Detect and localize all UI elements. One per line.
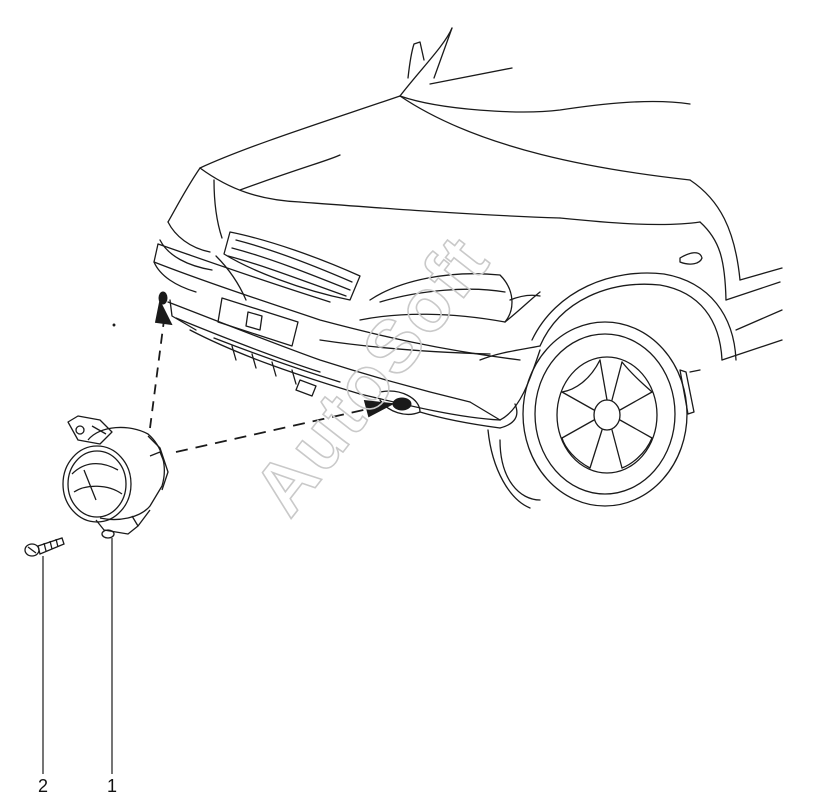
watermark: AutoSoft (237, 220, 505, 530)
right-mount-hole (392, 397, 412, 411)
mounting-points (158, 291, 412, 411)
arrow-right-head (363, 399, 396, 418)
mounting-screw (24, 537, 65, 557)
installation-arrows (149, 299, 396, 453)
car-front-illustration (112, 27, 783, 509)
callout-label-2: 2 (38, 776, 48, 796)
arrow-right-shaft (175, 407, 373, 453)
fog-lamp-assembly (62, 415, 169, 539)
callout-label-1: 1 (107, 776, 117, 796)
arrow-left-shaft (149, 319, 165, 429)
callout-leaders (42, 538, 113, 774)
arrow-left-head (154, 299, 173, 326)
left-mount-hole (158, 291, 168, 305)
